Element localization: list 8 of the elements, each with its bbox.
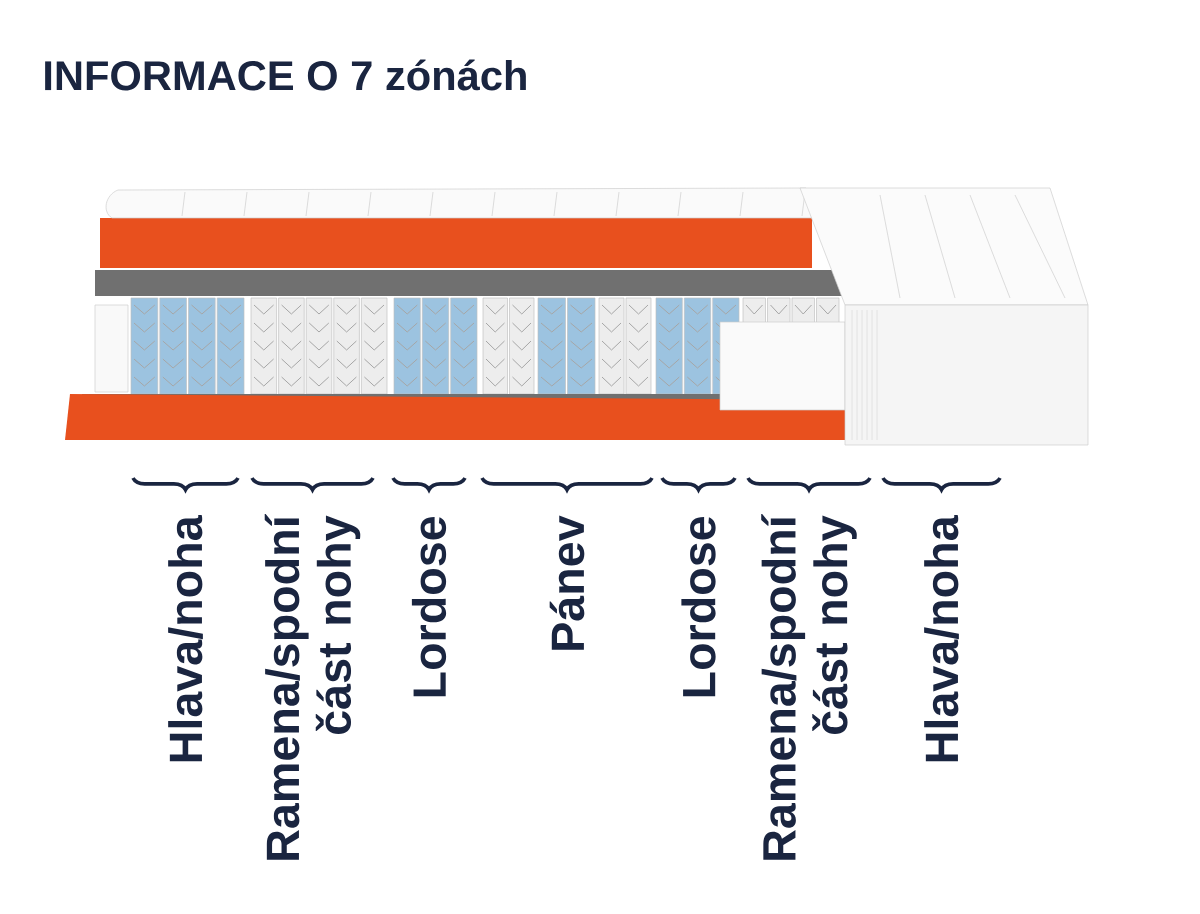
zone-label: Ramena/spodní část nohy (761, 514, 857, 860)
title: INFORMACE O 7 zónách (45, 59, 526, 91)
zone-label: Pánev (549, 515, 585, 650)
zone-label: Hlava/noha (924, 515, 959, 762)
zone-label: Lordose (681, 516, 716, 697)
zone-label: Ramena/spodní část nohy (264, 514, 361, 860)
zone-label: Lordose (411, 516, 447, 697)
zone-label: Hlava/noha (168, 515, 203, 762)
